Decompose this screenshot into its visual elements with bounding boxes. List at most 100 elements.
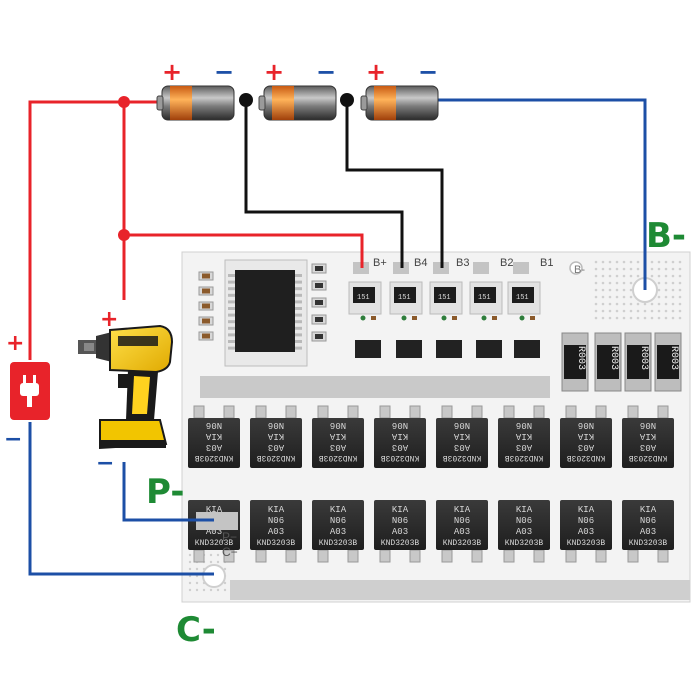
mosfet-text-mosfetsBottom-5-2: A03 <box>516 527 532 537</box>
mosfet-mosfetsBottom-6 <box>560 500 612 550</box>
mosfet-text-mosfetsBottom-1-3: KND3203B <box>257 539 296 548</box>
mosfet-mosfetsBottom-3 <box>374 500 426 550</box>
right-passives <box>311 263 327 342</box>
mosfet-mosfetsBottom-1 <box>250 500 302 550</box>
mosfet-text-mosfetsTop-7-3: N06 <box>640 420 656 430</box>
balance-transistor-1 <box>396 340 422 358</box>
header-label-2: B3 <box>456 257 469 269</box>
pcb-bus-strip <box>200 376 550 398</box>
mosfet-mosfetsTop-0 <box>188 418 240 468</box>
battery-minus-0: − <box>214 58 234 86</box>
mosfet-text-mosfetsTop-1-0: KND3203B <box>257 453 296 462</box>
mosfet-text-mosfetsBottom-7-3: KND3203B <box>629 539 668 548</box>
mosfet-mosfetsTop-5 <box>498 418 550 468</box>
mosfet-text-mosfetsTop-5-3: N06 <box>516 420 532 430</box>
mosfet-text-mosfetsBottom-1-2: A03 <box>268 527 284 537</box>
mosfet-text-mosfetsBottom-2-0: KIA <box>330 505 347 515</box>
mosfet-text-mosfetsBottom-0-3: KND3203B <box>195 539 234 548</box>
wire-balance-b4 <box>244 100 404 268</box>
mosfet-text-mosfetsTop-1-1: A03 <box>268 442 284 452</box>
balance-chip-1 <box>394 287 416 303</box>
mosfet-text-mosfetsBottom-4-3: KND3203B <box>443 539 482 548</box>
mosfet-text-mosfetsTop-6-2: KIA <box>577 431 594 441</box>
mosfet-text-mosfetsBottom-4-2: A03 <box>454 527 470 537</box>
mosfet-text-mosfetsBottom-2-3: KND3203B <box>319 539 358 548</box>
drill-icon: + − <box>78 307 174 476</box>
mosfet-text-mosfetsBottom-0-2: A03 <box>206 527 222 537</box>
battery-plus-0: + <box>162 58 182 86</box>
mosfet-text-mosfetsTop-2-0: KND3203B <box>319 453 358 462</box>
wire-negative-c-minus <box>28 422 214 576</box>
mosfet-text-mosfetsTop-7-1: A03 <box>640 442 656 452</box>
mosfet-text-mosfetsTop-6-1: A03 <box>578 442 594 452</box>
wire-negative-p-minus <box>122 462 214 522</box>
mosfet-text-mosfetsBottom-6-3: KND3203B <box>567 539 606 548</box>
battery-plus-2: + <box>366 58 386 86</box>
mosfet-mosfetsTop-1 <box>250 418 302 468</box>
mosfet-text-mosfetsBottom-6-2: A03 <box>578 527 594 537</box>
mosfet-text-mosfetsTop-3-1: A03 <box>392 442 408 452</box>
balance-chip-text-0: 151 <box>357 294 370 302</box>
mosfet-text-mosfetsTop-7-2: KIA <box>639 431 656 441</box>
mosfet-text-mosfetsTop-3-0: KND3203B <box>381 453 420 462</box>
mosfet-text-mosfetsBottom-5-1: N06 <box>516 516 532 526</box>
mosfet-mosfetsBottom-4 <box>436 500 488 550</box>
wire-negative-b-minus <box>434 98 647 290</box>
battery-cell-1: +− <box>258 58 337 121</box>
mosfet-text-mosfetsBottom-7-1: N06 <box>640 516 656 526</box>
mosfet-text-mosfetsTop-5-0: KND3203B <box>505 453 544 462</box>
c-minus-silk: C− <box>222 545 238 559</box>
pcb-bottom-strip <box>230 580 690 600</box>
mosfet-text-mosfetsBottom-4-1: N06 <box>454 516 470 526</box>
mosfet-text-mosfetsTop-2-1: A03 <box>330 442 346 452</box>
plug-icon <box>20 375 39 407</box>
wire-balance-b3 <box>345 100 444 268</box>
drill-minus: − <box>96 451 114 476</box>
control-ic <box>235 270 295 352</box>
balance-chip-4 <box>512 287 534 303</box>
mosfet-text-mosfetsBottom-1-1: N06 <box>268 516 284 526</box>
mosfet-text-mosfetsTop-6-0: KND3203B <box>567 453 606 462</box>
mosfet-text-mosfetsTop-5-1: A03 <box>516 442 532 452</box>
mosfet-text-mosfetsBottom-3-0: KIA <box>392 505 409 515</box>
battery-minus-1: − <box>316 58 336 86</box>
p-minus-pad <box>196 512 238 530</box>
junction-positive-top <box>118 96 130 108</box>
mosfet-text-mosfetsBottom-3-2: A03 <box>392 527 408 537</box>
mosfet-text-mosfetsTop-0-0: KND3203B <box>195 453 234 462</box>
p-minus-silk: P− <box>222 530 237 544</box>
c-minus-label: C- <box>176 610 216 650</box>
mosfet-text-mosfetsBottom-1-0: KIA <box>268 505 285 515</box>
mosfet-text-mosfetsTop-4-3: N06 <box>454 420 470 430</box>
junction-cell-1-2 <box>239 93 253 107</box>
mosfet-text-mosfetsBottom-0-0: KIA <box>206 505 223 515</box>
balance-chip-text-3: 151 <box>478 294 491 302</box>
mosfet-mosfetsTop-4 <box>436 418 488 468</box>
balance-transistor-4 <box>514 340 540 358</box>
mosfet-mosfetsBottom-5 <box>498 500 550 550</box>
wire-positive-bplus <box>124 233 364 268</box>
balance-chip-text-4: 151 <box>516 294 529 302</box>
mosfet-text-mosfetsTop-5-2: KIA <box>515 431 532 441</box>
mosfet-text-mosfetsTop-1-3: N06 <box>268 420 284 430</box>
balance-chip-0 <box>353 287 375 303</box>
charger-minus: − <box>4 427 22 452</box>
mosfet-text-mosfetsTop-0-2: KIA <box>205 431 222 441</box>
mosfet-row-top: KND3203BA03KIAN06KND3203BA03KIAN06KND320… <box>188 405 674 468</box>
balance-chip-2 <box>434 287 456 303</box>
mosfet-text-mosfetsTop-4-1: A03 <box>454 442 470 452</box>
battery-cell-2: +− <box>360 58 439 121</box>
control-ic-pins <box>228 274 302 350</box>
mosfet-mosfetsTop-3 <box>374 418 426 468</box>
mosfet-text-mosfetsTop-1-2: KIA <box>267 431 284 441</box>
mosfet-text-mosfetsBottom-4-0: KIA <box>454 505 471 515</box>
shunt-label-0: R003 <box>575 346 586 370</box>
mosfet-mosfetsTop-7 <box>622 418 674 468</box>
mosfet-mosfetsTop-6 <box>560 418 612 468</box>
mount-hole-c-minus <box>202 564 226 588</box>
wires <box>28 96 647 576</box>
p-minus-label: P- <box>146 472 184 512</box>
